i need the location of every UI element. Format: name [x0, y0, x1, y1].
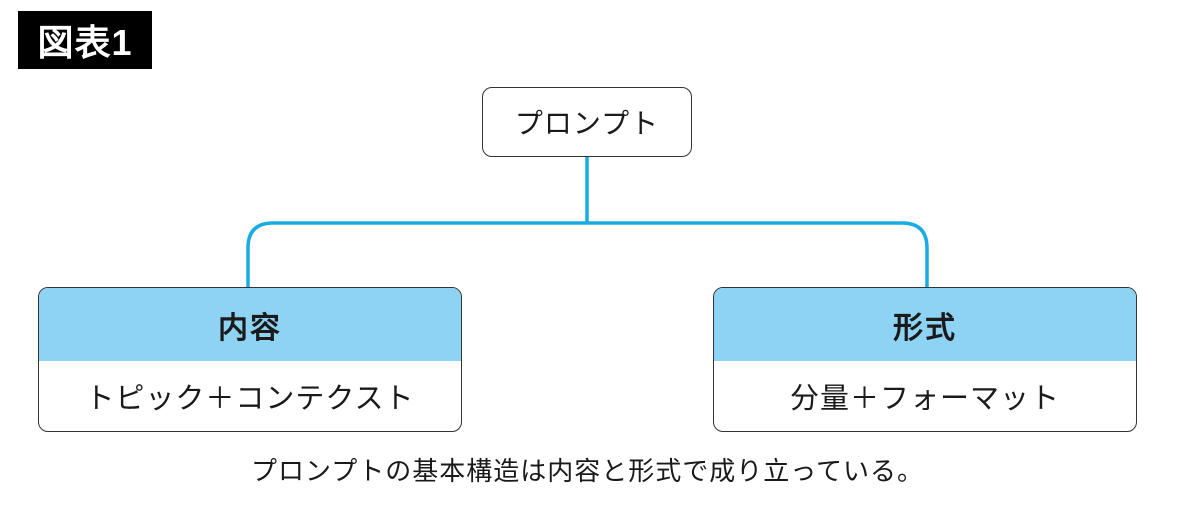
connector-bracket: [246, 221, 929, 288]
diagram-caption: プロンプトの基本構造は内容と形式で成り立っている。: [251, 456, 924, 486]
child-node-content: 内容 トピック＋コンテクスト: [38, 287, 462, 432]
child-node-content-body: トピック＋コンテクスト: [85, 383, 415, 415]
child-node-content-header: 内容: [39, 288, 461, 361]
child-node-format-header: 形式: [714, 288, 1136, 361]
root-node-label: プロンプト: [514, 108, 660, 139]
figure-label: 図表1: [18, 11, 152, 69]
child-node-format-body: 分量＋フォーマット: [789, 383, 1060, 415]
child-node-format: 形式 分量＋フォーマット: [713, 287, 1137, 432]
root-node-prompt: プロンプト: [482, 87, 692, 157]
